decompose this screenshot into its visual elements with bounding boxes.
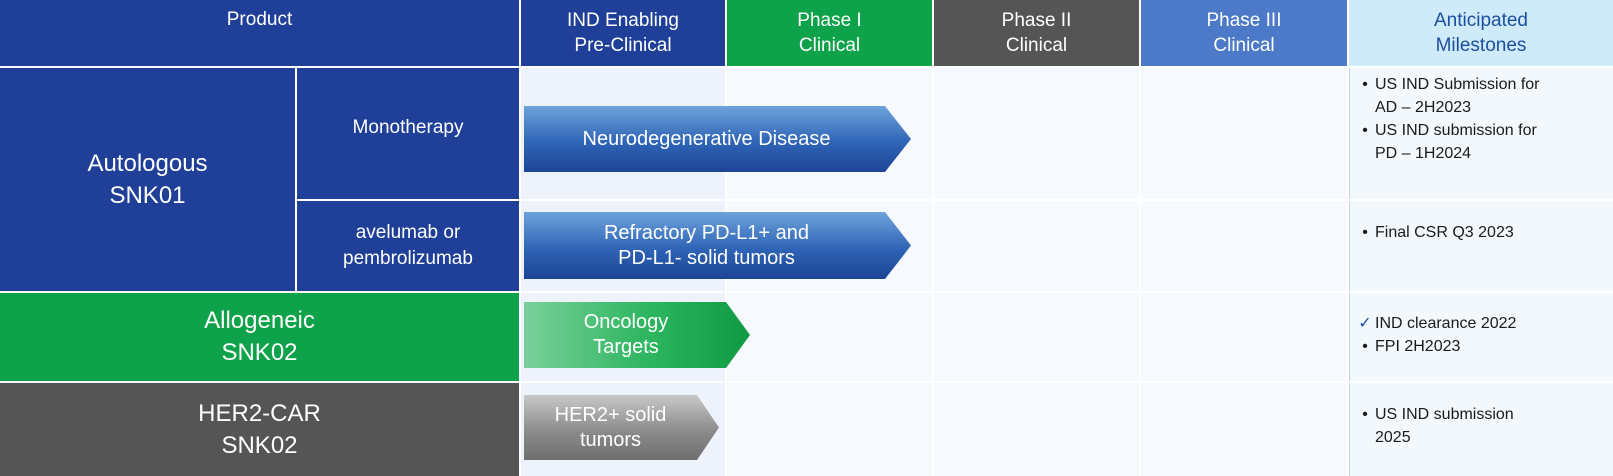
milestone-text: FPI 2H2023: [1375, 338, 1461, 355]
stage-cell: [934, 68, 1139, 476]
stage-header-phase-3: Phase III Clinical: [1141, 0, 1347, 66]
milestone-item: • US IND submission for PD – 1H2024: [1355, 119, 1610, 165]
regimen-label: avelumab or: [355, 222, 461, 243]
product-name: HER2-CAR: [198, 399, 321, 427]
row-divider: [521, 199, 1613, 201]
row-divider: [521, 291, 1613, 293]
regimen-label: pembrolizumab: [343, 248, 473, 269]
product-allogeneic: Allogeneic SNK02: [0, 293, 519, 381]
stage-header-line: Clinical: [798, 35, 861, 56]
arrow-her2-solid-tumors: HER2+ solid tumors: [524, 395, 719, 460]
arrow-label: HER2+ solid: [554, 403, 667, 426]
bullet-icon: •: [1362, 76, 1368, 93]
column-divider: [932, 68, 934, 476]
milestone-item: • US IND Submission for AD – 2H2023: [1355, 73, 1610, 119]
stage-header-line: Phase II: [1001, 10, 1072, 31]
milestone-item: • Final CSR Q3 2023: [1355, 221, 1610, 244]
arrow-solid-tumors: Refractory PD-L1+ and PD-L1- solid tumor…: [524, 212, 911, 279]
stage-header-line: Phase III: [1206, 10, 1282, 31]
product-code: SNK02: [221, 339, 298, 366]
regimen-monotherapy: Monotherapy: [297, 68, 519, 199]
milestone-text: PD – 1H2024: [1375, 145, 1472, 162]
product-header-label: Product: [226, 9, 293, 30]
milestone-item: • FPI 2H2023: [1355, 335, 1610, 358]
arrow-neurodegenerative-disease: Neurodegenerative Disease: [524, 106, 911, 172]
arrow-label: Neurodegenerative Disease: [582, 127, 831, 150]
milestone-text: IND clearance 2022: [1375, 315, 1517, 332]
row-divider: [521, 381, 1613, 383]
bullet-icon: •: [1362, 122, 1368, 139]
product-her2-car: HER2-CAR SNK02: [0, 383, 519, 476]
stage-header-phase-1: Phase I Clinical: [727, 0, 932, 66]
milestone-text: 2025: [1375, 429, 1411, 446]
stage-header-line: Phase I: [797, 10, 862, 31]
milestone-item: ✓ IND clearance 2022: [1355, 312, 1610, 335]
product-name: Autologous: [87, 149, 208, 177]
bullet-icon: •: [1362, 338, 1368, 355]
stage-header-line: Pre-Clinical: [574, 35, 672, 56]
column-divider: [1139, 68, 1141, 476]
product-name: Allogeneic: [204, 307, 315, 334]
milestones-column: [1349, 68, 1613, 476]
bullet-icon: •: [1362, 406, 1368, 423]
arrow-label: Refractory PD-L1+ and: [603, 221, 810, 244]
regimen-label: Monotherapy: [352, 116, 464, 138]
milestones-header-line: Milestones: [1435, 35, 1527, 56]
stage-cell: [1141, 68, 1347, 476]
arrow-label: PD-L1- solid tumors: [618, 246, 795, 269]
milestone-text: Final CSR Q3 2023: [1375, 224, 1514, 241]
milestones-monotherapy: • US IND Submission for AD – 2H2023 • US…: [1355, 73, 1610, 165]
stage-header-ind-enabling: IND Enabling Pre-Clinical: [521, 0, 725, 66]
stage-header-line: Clinical: [1213, 35, 1275, 56]
stage-header-phase-2: Phase II Clinical: [934, 0, 1139, 66]
stage-header-line: IND Enabling: [567, 10, 679, 31]
milestone-text: AD – 2H2023: [1375, 99, 1472, 116]
stage-header-line: Clinical: [1005, 35, 1068, 56]
bullet-icon: •: [1362, 224, 1368, 241]
regimen-combination: avelumab or pembrolizumab: [297, 201, 519, 291]
arrow-label: tumors: [579, 428, 642, 451]
milestones-header: Anticipated Milestones: [1349, 0, 1613, 66]
arrow-oncology-targets: Oncology Targets: [524, 302, 750, 368]
milestone-text: US IND submission: [1375, 406, 1514, 423]
product-autologous: Autologous SNK01: [0, 68, 295, 291]
milestones-allogeneic: ✓ IND clearance 2022 • FPI 2H2023: [1355, 312, 1610, 358]
milestones-combination: • Final CSR Q3 2023: [1355, 221, 1610, 244]
arrow-label: Targets: [593, 336, 659, 358]
milestone-item: • US IND submission 2025: [1355, 403, 1610, 449]
product-code: SNK01: [109, 181, 186, 209]
checkmark-icon: ✓: [1358, 315, 1372, 332]
milestones-her2-car: • US IND submission 2025: [1355, 403, 1610, 449]
product-code: SNK02: [221, 431, 298, 459]
product-header: Product: [0, 0, 519, 66]
milestone-text: US IND submission for: [1375, 122, 1537, 139]
milestones-header-line: Anticipated: [1433, 10, 1528, 31]
arrow-label: Oncology: [583, 311, 669, 333]
milestone-text: US IND Submission for: [1375, 76, 1540, 93]
